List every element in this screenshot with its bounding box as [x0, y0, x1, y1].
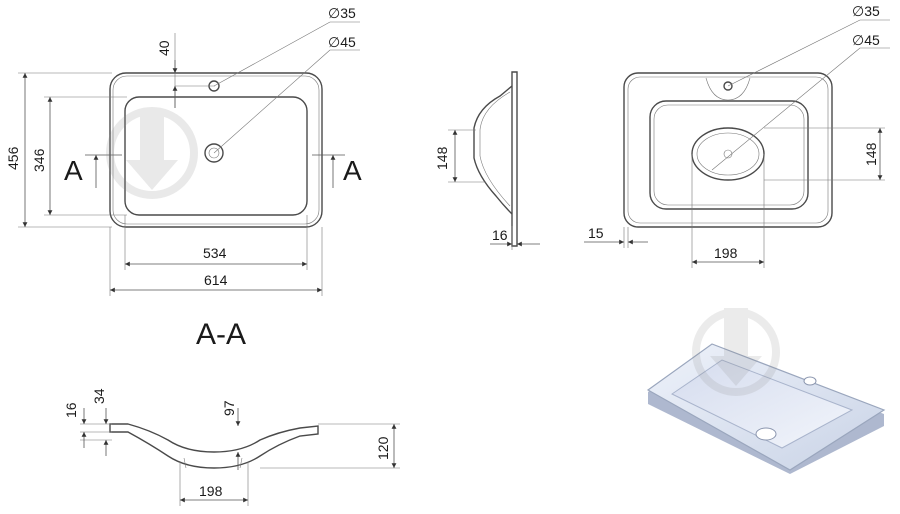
outer-outline — [109, 72, 323, 228]
faucet-hole-label-2: ∅35 — [852, 3, 880, 19]
side-depth-label: 148 — [434, 146, 450, 170]
section-drain-width-label: 198 — [199, 483, 223, 499]
bowl-width-label: 534 — [203, 245, 227, 261]
section-rim-label: 16 — [63, 402, 79, 418]
offset-top-label: 40 — [156, 40, 172, 56]
bowl-outline — [124, 96, 308, 216]
section-mark-left: A — [64, 155, 83, 186]
drain-hole-label-2: ∅45 — [852, 32, 880, 48]
download-arrow-icon — [106, 107, 198, 199]
rim-label-2: 15 — [588, 225, 604, 241]
outer-height-label: 456 — [5, 146, 21, 170]
section-mark-right: A — [343, 155, 362, 186]
side-rim — [511, 71, 518, 247]
render-faucet-hole — [803, 376, 817, 386]
drain-width-label: 198 — [714, 245, 738, 261]
sink-render — [646, 343, 886, 474]
top-view-detail: ∅35 ∅45 148 198 15 — [584, 3, 890, 268]
faucet-hole-label: ∅35 — [328, 5, 356, 21]
section-view: 16 34 97 120 198 — [63, 388, 400, 506]
outer-width-label: 614 — [204, 272, 228, 288]
render-drain — [755, 427, 777, 441]
drain-hole — [204, 143, 224, 163]
section-thickness-label: 34 — [91, 388, 107, 404]
drain-hole-label: ∅45 — [328, 34, 356, 50]
top-view: ∅35 ∅45 40 456 346 A A 534 614 — [5, 5, 362, 296]
section-profile — [109, 423, 319, 469]
section-title: A-A — [196, 318, 246, 351]
side-bowl — [473, 85, 513, 215]
bowl-height-label: 346 — [31, 148, 47, 172]
side-view: 148 16 — [434, 71, 540, 250]
faucet-hole-2 — [723, 81, 733, 91]
section-total-height-label: 120 — [375, 436, 391, 460]
section-inner-depth-label: 97 — [221, 400, 237, 416]
side-rim-label: 16 — [492, 227, 508, 243]
drain-height-label: 148 — [863, 142, 879, 166]
download-arrow-icon-2 — [692, 308, 780, 396]
